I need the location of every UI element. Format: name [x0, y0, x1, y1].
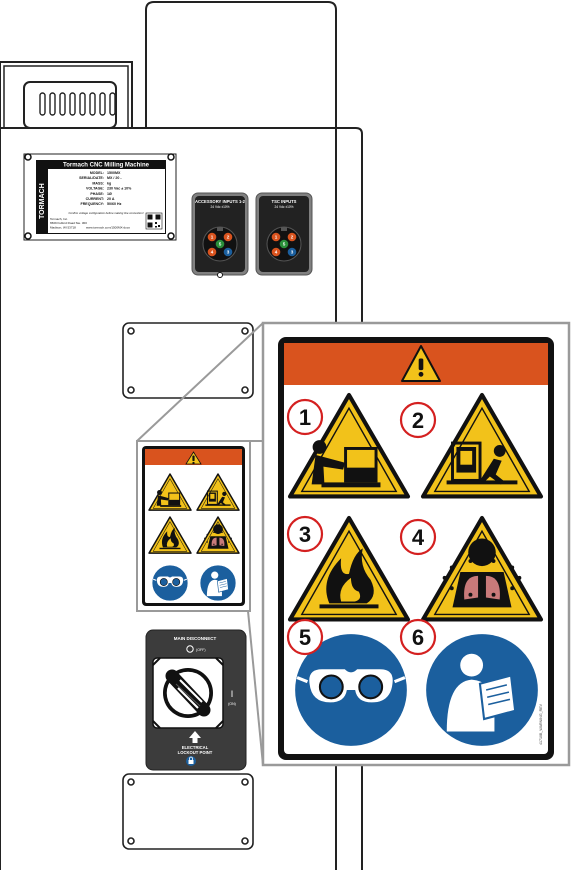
- accessory-subtitle: 24 Vdc ±10%: [211, 205, 230, 209]
- disconnect-on-symbol: I: [231, 689, 234, 699]
- nameplate-note: Confirm voltage configuration before mak…: [68, 211, 143, 215]
- connector-pin-label: 3: [291, 250, 294, 255]
- nameplate-title: Tormach CNC Milling Machine: [63, 163, 150, 169]
- connector-pin: [271, 247, 281, 257]
- callout-badge: [399, 618, 437, 656]
- nameplate-row-value: 230 Vac ± 10%: [107, 187, 132, 191]
- connector-pin-label: 4: [275, 250, 278, 255]
- disconnect-title: MAIN DISCONNECT: [174, 636, 217, 641]
- access-cover-top: [122, 322, 254, 399]
- access-cover-bottom: [122, 773, 254, 850]
- padlock-icon: [186, 756, 196, 766]
- nameplate-row-label: MODEL:: [90, 171, 104, 175]
- nameplate-brand: TORMACH: [39, 183, 46, 219]
- label-part-number: 41710B_WARNING_REV: [539, 703, 543, 745]
- nameplate-row-label: CURRENT:: [86, 197, 104, 201]
- vent-slots: [39, 92, 116, 116]
- connector-pin-label: 5: [283, 242, 286, 247]
- exclamation-warning-icon: [401, 345, 441, 382]
- nameplate-row-label: FREQUENCY:: [81, 202, 105, 206]
- lockout-line1: ELECTRICAL: [182, 745, 209, 750]
- zoom-connector: [136, 322, 264, 766]
- disconnect-off-label: (OFF): [196, 648, 206, 652]
- small-warning-label: [136, 440, 251, 612]
- connector-pin: [279, 239, 289, 249]
- nameplate-row-label: VOLTAGE:: [86, 187, 104, 191]
- callout-number: 5: [299, 625, 311, 650]
- connector-pin-label: 1: [275, 235, 278, 240]
- disconnect-rotary-switch[interactable]: [152, 657, 224, 729]
- qr-code-icon: [145, 212, 163, 230]
- accessory-inputs-panel: ACCESSORY INPUTS 1-2 24 Vdc ±10% 1 2 3 45: [191, 192, 249, 278]
- disconnect-on-label: (ON): [228, 702, 236, 706]
- nameplate-row-value: 50/60 Hz: [107, 202, 122, 206]
- main-disconnect-panel: MAIN DISCONNECT (OFF) I (ON) ELECTRICAL …: [145, 629, 247, 771]
- nameplate: TORMACH Tormach CNC Milling Machine MODE…: [23, 153, 177, 241]
- tsc-subtitle: 24 Vdc ±10%: [275, 205, 294, 209]
- connector-pin-label: 2: [291, 235, 294, 240]
- connector-pin-label: 1: [211, 235, 214, 240]
- nameplate-row-value: 1Ø: [107, 192, 112, 196]
- nameplate-address2: Madison, WI 53718: [50, 226, 76, 230]
- nameplate-row-label: SERIAL/DATE:: [79, 176, 104, 180]
- connector-pin: [207, 232, 217, 242]
- callout-number: 2: [412, 408, 424, 433]
- nameplate-row-label: MASS:: [92, 181, 104, 185]
- connector-pin-label: 4: [211, 250, 214, 255]
- connector-pin: [223, 232, 233, 242]
- connector-pin: [215, 239, 225, 249]
- arrow-up-icon: [189, 731, 201, 743]
- connector-pin: [287, 232, 297, 242]
- callout-badge: [399, 401, 437, 439]
- nameplate-company: Tormach, Inc.: [50, 217, 68, 221]
- nameplate-row-value: 1500MX: [107, 171, 121, 175]
- connector-pin-label: 3: [227, 250, 230, 255]
- tsc-inputs-panel: TSC INPUTS 24 Vdc ±10% 1 2 3 45: [255, 192, 313, 276]
- callout-number: 6: [412, 625, 424, 650]
- connector-pin: [223, 247, 233, 257]
- callout-badge: [286, 398, 324, 436]
- tsc-title: TSC INPUTS: [272, 199, 297, 204]
- flammable-warning-icon: [148, 516, 192, 554]
- callout-badge: [286, 515, 324, 553]
- callout-number: 3: [299, 522, 311, 547]
- callout-badge: [286, 618, 324, 656]
- nameplate-row-value: MX / 20 -: [107, 176, 122, 180]
- connector-pin: [287, 247, 297, 257]
- callout-number: 1: [299, 405, 311, 430]
- flammable-warning-icon: [287, 515, 411, 622]
- nameplate-row-value: kg: [107, 181, 111, 185]
- callout-number: 4: [412, 525, 425, 550]
- accessory-title: ACCESSORY INPUTS 1-2: [195, 199, 246, 204]
- connector-pin: [207, 247, 217, 257]
- connector-pin-label: 5: [219, 242, 222, 247]
- connector-pin: [271, 232, 281, 242]
- nameplate-address1: 6509 Fulford Road Ste. 300: [50, 221, 87, 225]
- lockout-line2: LOCKOUT POINT: [178, 750, 213, 755]
- nameplate-website: www.tormach.com/1500MX-docs: [86, 226, 130, 230]
- nameplate-row-value: 20 A: [107, 197, 115, 201]
- callout-badge: [399, 518, 437, 556]
- large-warning-label: 1 2 3 4 5 6 41710B_WARNING_REV: [261, 321, 571, 767]
- connector-pin-label: 2: [227, 235, 230, 240]
- nameplate-row-label: PHASE:: [90, 192, 104, 196]
